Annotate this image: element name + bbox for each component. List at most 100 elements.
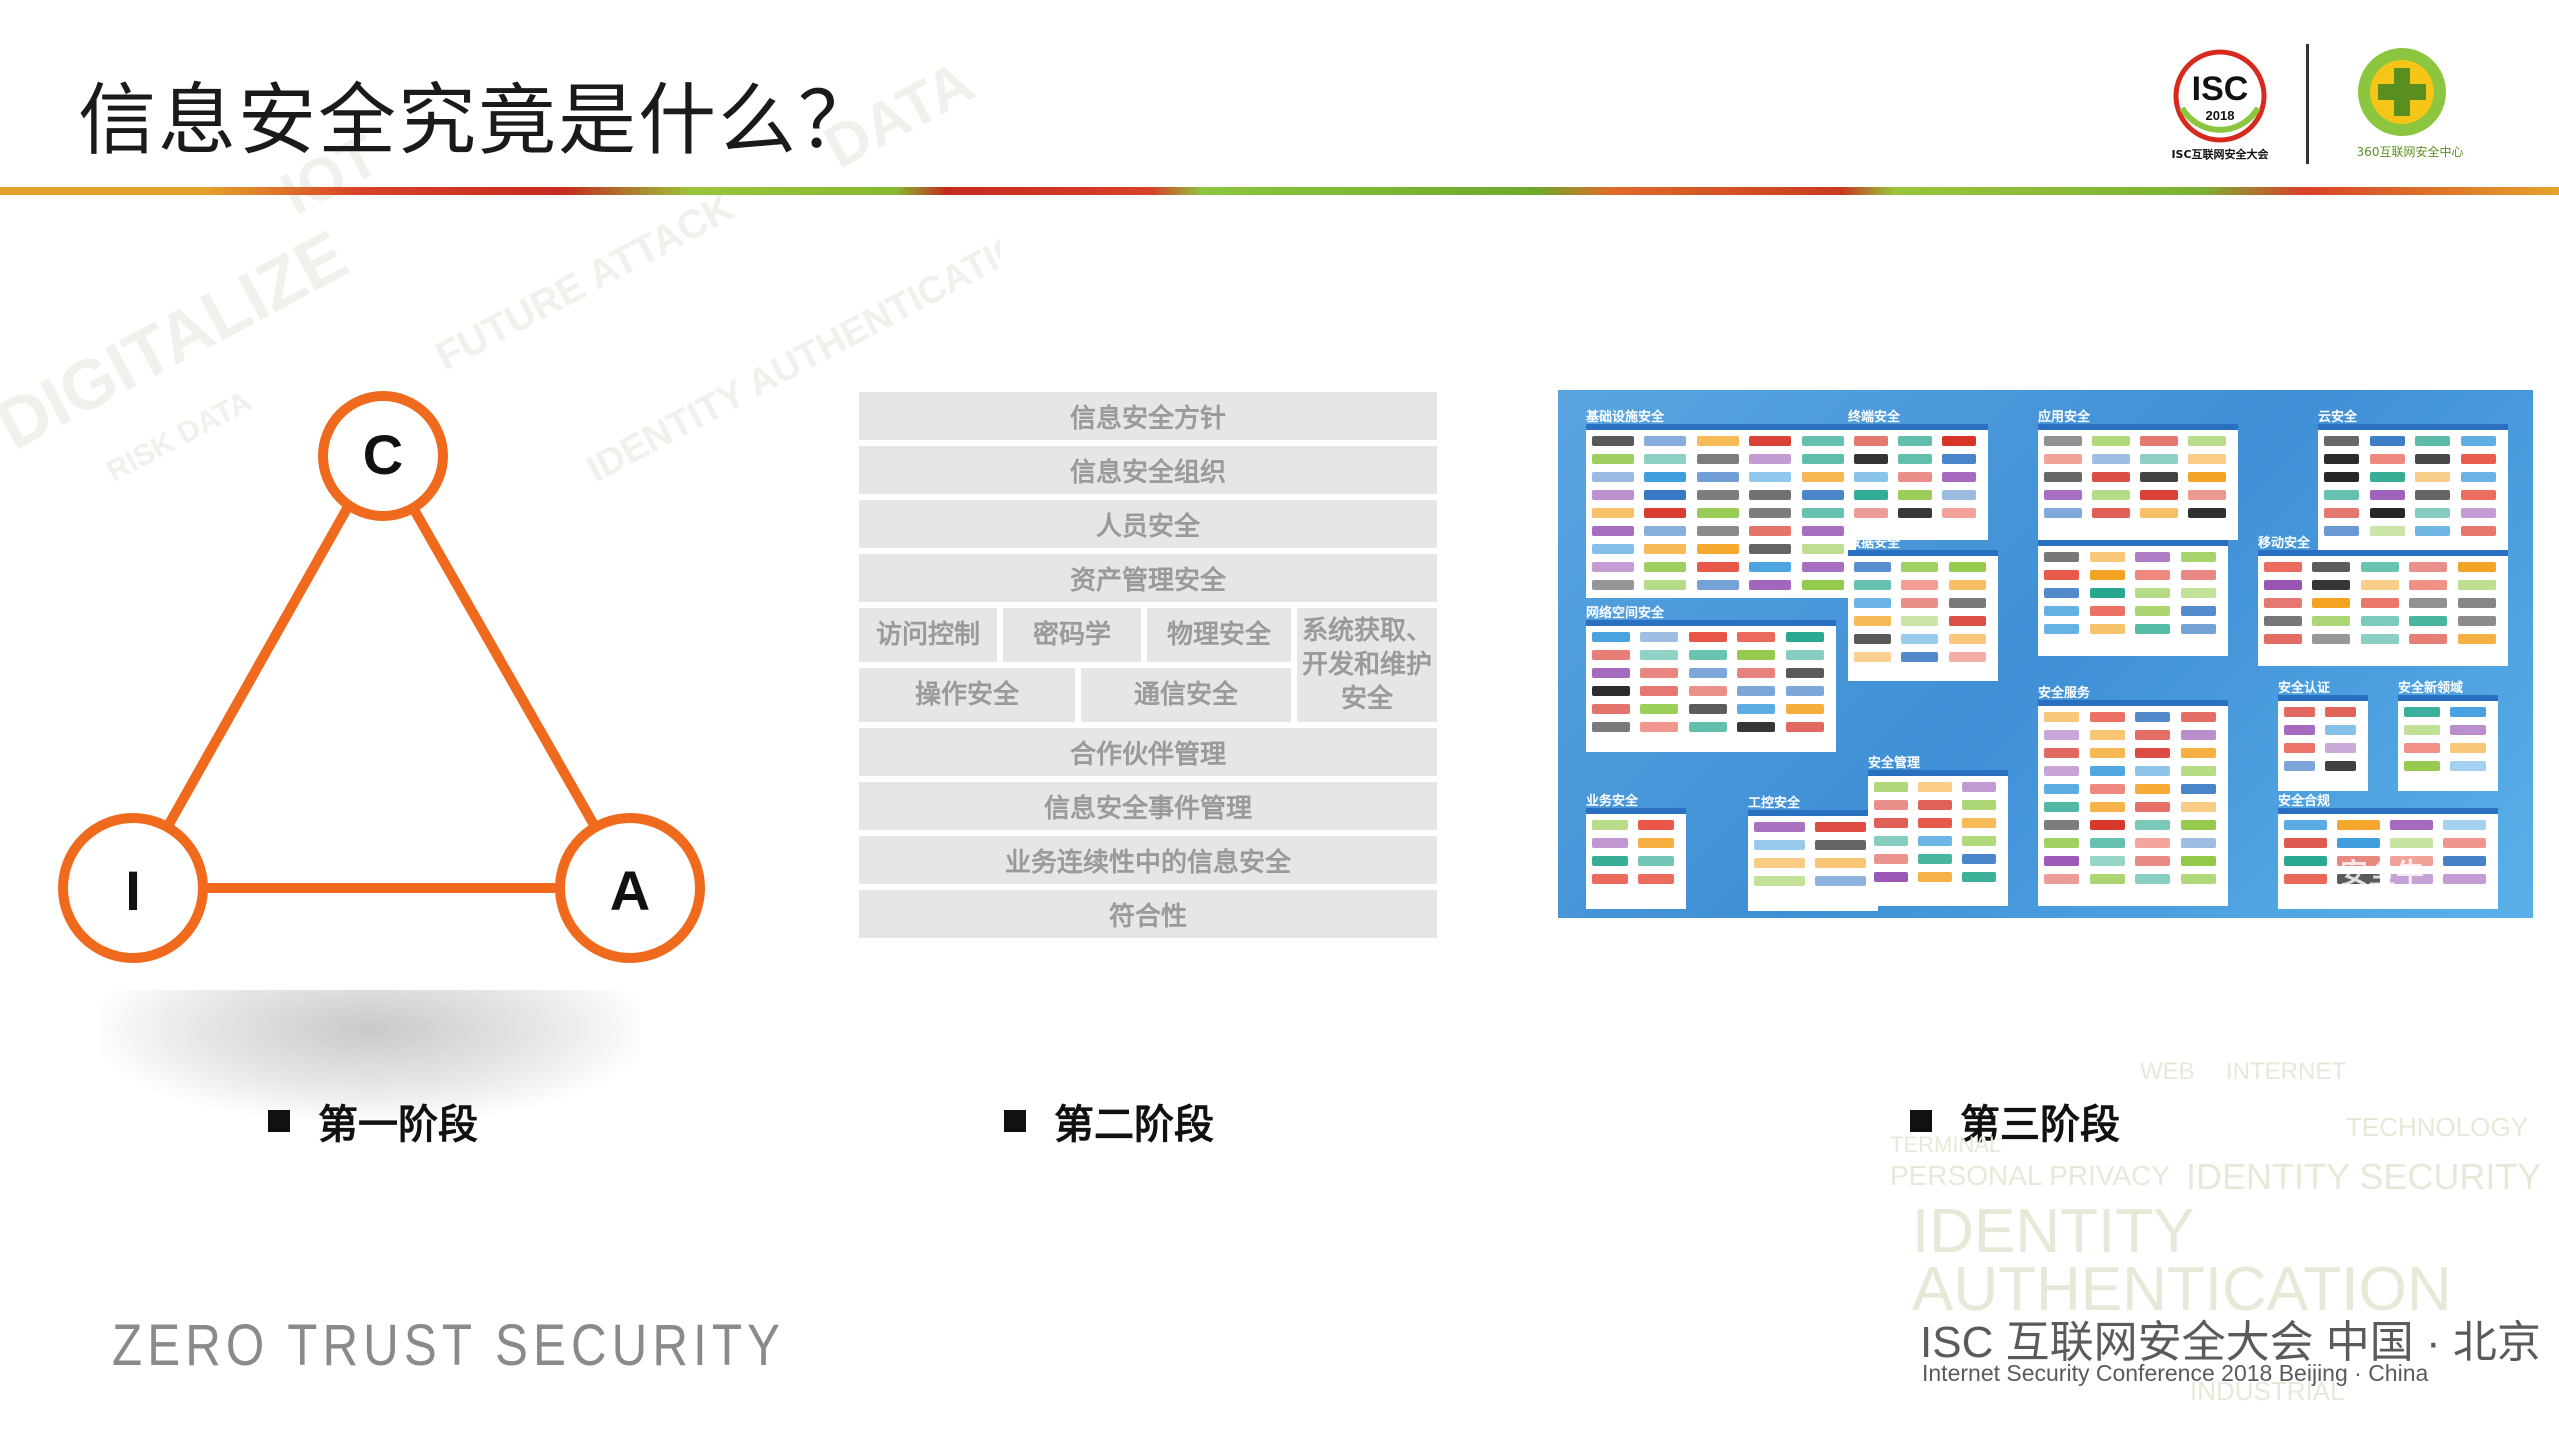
vendor-logo bbox=[1785, 668, 1824, 678]
vendor-logo bbox=[2324, 508, 2359, 518]
framework-cell-system: 系统获取、 开发和维护 安全 bbox=[1297, 608, 1437, 722]
vendor-logo bbox=[2325, 725, 2356, 735]
vendor-logo bbox=[2284, 856, 2327, 866]
vendor-logo bbox=[1898, 508, 1932, 518]
vendor-logo bbox=[1942, 508, 1976, 518]
vendor-logo bbox=[2369, 490, 2405, 500]
vendor-logo bbox=[1644, 436, 1687, 446]
vendor-logo bbox=[1785, 704, 1824, 714]
vendor-logo bbox=[2450, 743, 2486, 753]
vendor-logo bbox=[2135, 766, 2170, 776]
vendor-logo bbox=[2180, 766, 2216, 776]
vendor-logo bbox=[1854, 562, 1891, 572]
vendor-logo bbox=[2044, 436, 2082, 446]
framework-cell-comm: 通信安全 bbox=[1081, 668, 1291, 722]
map-section-label: 数据安全 bbox=[1848, 536, 1901, 551]
vendor-logo bbox=[2092, 508, 2130, 518]
vendor-logo bbox=[1854, 508, 1888, 518]
vendor-logo bbox=[2325, 707, 2356, 717]
cloud-word: INDUSTRIAL bbox=[2190, 1376, 2345, 1406]
vendor-logo bbox=[2089, 570, 2125, 580]
vendor-logo bbox=[1737, 650, 1776, 660]
vendor-logo bbox=[1918, 800, 1952, 810]
vendor-logo bbox=[2135, 624, 2170, 634]
vendor-logo bbox=[2284, 820, 2327, 830]
vendor-logo bbox=[2089, 766, 2125, 776]
vendor-logo bbox=[1948, 634, 1986, 644]
svg-text:ISC互联网安全大会: ISC互联网安全大会 bbox=[2171, 147, 2269, 161]
vendor-logo bbox=[2360, 598, 2399, 608]
vendor-logo bbox=[1801, 436, 1844, 446]
vendor-logo bbox=[1901, 634, 1939, 644]
vendor-logo bbox=[1962, 800, 1996, 810]
vendor-logo bbox=[1785, 686, 1824, 696]
vendor-logo bbox=[2284, 874, 2327, 884]
vendor-logo bbox=[1749, 436, 1792, 446]
watermark-logo: 安全牛 bbox=[2340, 857, 2425, 890]
vendor-logo bbox=[1592, 436, 1634, 446]
vendor-logo bbox=[2457, 616, 2496, 626]
vendor-logo bbox=[2135, 856, 2170, 866]
vendor-logo bbox=[2369, 454, 2405, 464]
vendor-logo bbox=[2188, 472, 2226, 482]
page-title: 信息安全究竟是什么？ bbox=[78, 76, 879, 166]
map-section-label: 终端安全 bbox=[1848, 410, 1901, 425]
vendor-logo bbox=[1737, 686, 1776, 696]
isc-logo: ISC 2018 ISC互联网安全大会 bbox=[2171, 49, 2270, 161]
vendor-logo bbox=[1854, 472, 1888, 482]
framework-row: 合作伙伴管理 bbox=[859, 728, 1437, 776]
vendor-logo bbox=[2404, 707, 2440, 717]
map-section-label: 安全新领域 bbox=[2398, 681, 2464, 696]
vendor-logo bbox=[1901, 580, 1939, 590]
stage-1-label: 第一阶段 bbox=[268, 1092, 478, 1150]
vendor-logo bbox=[1918, 818, 1952, 828]
vendor-logo bbox=[1644, 472, 1687, 482]
vertex-i: I bbox=[125, 859, 141, 922]
framework-row: 符合性 bbox=[859, 890, 1437, 938]
triangle-shadow bbox=[100, 990, 640, 1120]
vendor-logo bbox=[2135, 712, 2170, 722]
vendor-logo bbox=[1638, 820, 1674, 830]
vendor-logo bbox=[1918, 872, 1952, 882]
vendor-logo bbox=[2089, 784, 2125, 794]
vendor-logo bbox=[1942, 472, 1976, 482]
framework-row: 资产管理安全 bbox=[859, 554, 1437, 602]
vendor-logo bbox=[2180, 802, 2216, 812]
vendor-logo bbox=[2140, 508, 2178, 518]
vendor-logo bbox=[1942, 454, 1976, 464]
cloud-word: PERSONAL PRIVACY bbox=[1890, 1160, 2171, 1191]
vendor-logo bbox=[1688, 686, 1727, 696]
vendor-logo bbox=[2404, 743, 2440, 753]
vendor-logo bbox=[1785, 632, 1824, 642]
cloud-word: TECHNOLOGY bbox=[2346, 1112, 2529, 1142]
vendor-logo bbox=[2360, 580, 2399, 590]
vendor-logo bbox=[2409, 616, 2448, 626]
vendor-logo bbox=[1918, 836, 1952, 846]
map-section-block bbox=[1586, 808, 1686, 909]
vendor-logo bbox=[1898, 472, 1932, 482]
vendor-logo bbox=[2404, 761, 2440, 771]
framework-grid: 访问控制 密码学 物理安全 系统获取、 开发和维护 安全 操作安全 通信安全 bbox=[859, 608, 1437, 722]
map-section-block bbox=[2278, 695, 2368, 791]
vendor-logo bbox=[2180, 606, 2216, 616]
vendor-logo bbox=[1592, 856, 1628, 866]
vendor-logo bbox=[1901, 598, 1939, 608]
vendor-logo bbox=[1918, 854, 1952, 864]
vendor-logo bbox=[1749, 544, 1792, 554]
vendor-logo bbox=[2044, 606, 2079, 616]
vendor-logo bbox=[2089, 712, 2125, 722]
vendor-logo bbox=[2089, 874, 2125, 884]
vendor-logo bbox=[1854, 436, 1888, 446]
vendor-logo bbox=[2264, 598, 2302, 608]
vendor-logo bbox=[2044, 766, 2079, 776]
vendor-logo bbox=[2264, 616, 2302, 626]
vendor-logo bbox=[2457, 598, 2496, 608]
vendor-logo bbox=[2312, 562, 2351, 572]
vendor-logo bbox=[1696, 490, 1739, 500]
vendor-logo bbox=[1644, 562, 1687, 572]
vendor-logo bbox=[2369, 472, 2405, 482]
vendor-logo bbox=[1898, 436, 1932, 446]
vendor-logo bbox=[2089, 802, 2125, 812]
vendor-logo bbox=[2360, 616, 2399, 626]
vendor-logo bbox=[1640, 668, 1679, 678]
